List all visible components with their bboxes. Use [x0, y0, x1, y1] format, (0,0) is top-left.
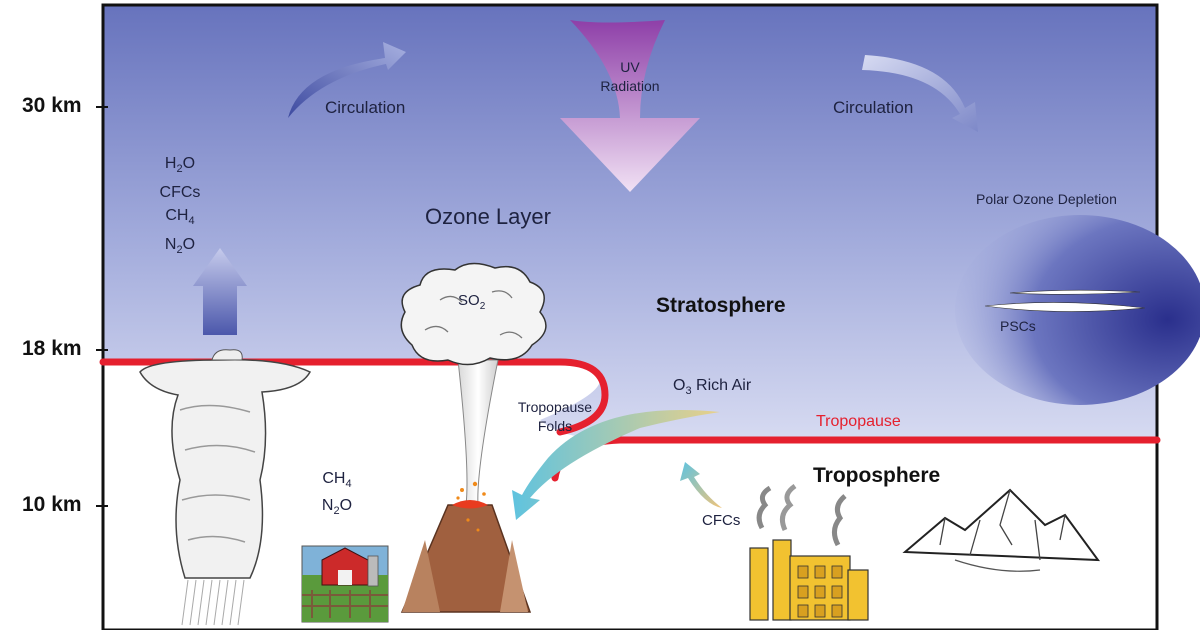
- stratosphere-label: Stratosphere: [656, 294, 786, 317]
- thunderstorm-cloud: [139, 349, 312, 626]
- uv-radiation-arrow: [560, 20, 700, 192]
- uv-label-line1: UV: [620, 59, 640, 75]
- uv-radiation-label: UV Radiation: [585, 58, 675, 96]
- farm-scene: [301, 545, 389, 623]
- gas-n2o: N2O: [164, 236, 196, 257]
- polar-ozone-depletion-label: Polar Ozone Depletion: [976, 191, 1117, 207]
- tropopause-fold-line: [99, 358, 609, 436]
- altitude-label-18km: 18 km: [22, 337, 82, 360]
- gas-low-n2o: N2O: [321, 497, 353, 518]
- upward-transport-arrow: [193, 248, 247, 335]
- tropopause-folds-label: Tropopause Folds: [505, 398, 605, 436]
- gases-high-list: H2O CFCs CH4 N2O: [150, 152, 210, 263]
- cfc-rising-arrow: [680, 462, 722, 508]
- gases-low-list: CH4 N2O: [312, 468, 362, 522]
- altitude-label-30km: 30 km: [22, 94, 82, 117]
- mountains: [902, 488, 1101, 572]
- factory: [749, 483, 869, 621]
- ozone-rich-air-arrow: [512, 409, 720, 520]
- uv-label-line2: Radiation: [600, 78, 660, 94]
- tropopause-label: Tropopause: [816, 413, 901, 430]
- stratosphere-sky: [103, 5, 1157, 438]
- gas-ch4: CH4: [165, 207, 195, 228]
- troposphere-label: Troposphere: [813, 464, 941, 487]
- altitude-label-10km: 10 km: [22, 493, 82, 516]
- circulation-arrow-left: [288, 42, 406, 118]
- ozone-rich-air-label: O3 Rich Air: [673, 377, 752, 398]
- circulation-arrow-right: [862, 55, 978, 132]
- cfcs-low-label: CFCs: [702, 512, 741, 529]
- gas-cfcs: CFCs: [159, 184, 201, 202]
- psc-cloud-2: [984, 302, 1146, 312]
- gas-h2o: H2O: [164, 155, 196, 176]
- so2-label: SO2: [458, 292, 486, 312]
- volcano: [400, 481, 532, 613]
- psc-cloud-1: [1009, 289, 1141, 295]
- pscs-label: PSCs: [1000, 318, 1036, 334]
- gas-low-ch4: CH4: [322, 470, 352, 491]
- folds-line1: Tropopause: [517, 399, 593, 415]
- folds-line2: Folds: [537, 418, 573, 434]
- circulation-label-right: Circulation: [833, 98, 914, 117]
- ozone-layer-label: Ozone Layer: [425, 204, 551, 229]
- circulation-label-left: Circulation: [325, 98, 406, 117]
- volcanic-ash-cloud: [400, 262, 547, 366]
